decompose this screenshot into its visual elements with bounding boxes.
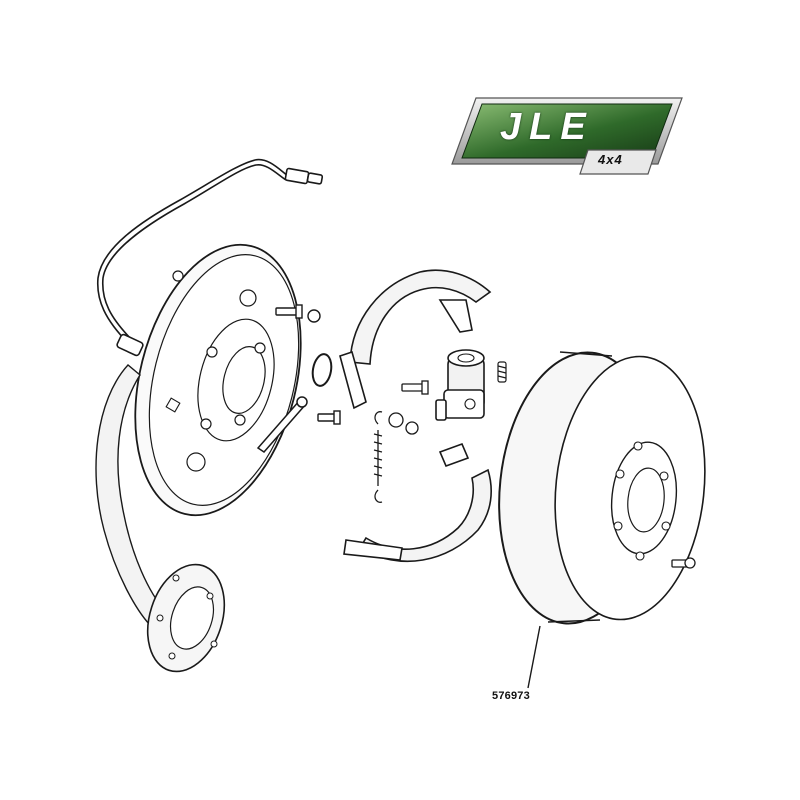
brake-shoe-lower	[343, 442, 492, 562]
anti-rattle-spring	[497, 361, 507, 383]
hub-spacer	[146, 563, 226, 673]
brake-drum	[498, 351, 706, 625]
backing-plate	[134, 243, 302, 517]
wheel-cylinder	[435, 349, 485, 421]
mounting-bolt	[275, 304, 321, 323]
logo-brand-text: JLE	[500, 106, 594, 148]
part-number-label: 576973	[492, 690, 530, 702]
adjuster-bolt	[317, 410, 341, 425]
return-spring	[373, 411, 383, 503]
bleed-bolt	[401, 380, 429, 395]
drum-retaining-screw	[671, 557, 696, 569]
adjuster-lever	[256, 396, 308, 453]
jle-logo	[451, 97, 683, 175]
wheel-cylinder-nut	[388, 412, 419, 435]
logo-tagline-text: 4x4	[598, 152, 623, 167]
callout-leader-line	[527, 625, 541, 689]
brake-shoe-upper	[339, 269, 492, 410]
brake-hose	[96, 158, 324, 357]
seal-ring	[311, 353, 333, 387]
